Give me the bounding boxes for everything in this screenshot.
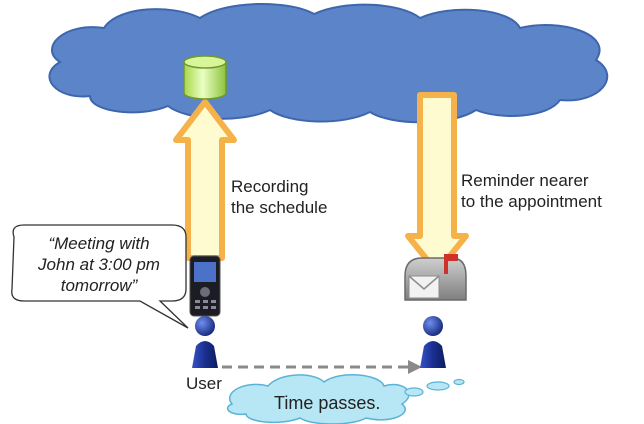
- speech-line: tomorrow”: [60, 276, 138, 295]
- upload-arrow: [173, 99, 237, 261]
- speech-line: John at 3:00 pm: [38, 255, 160, 274]
- reminder-label-line: to the appointment: [461, 192, 602, 211]
- time-passes-label: Time passes.: [274, 393, 381, 413]
- recording-label-line: Recording: [231, 177, 309, 196]
- thought-cloud: [226, 374, 465, 424]
- person-icon: [192, 316, 218, 368]
- person-icon: [420, 316, 446, 368]
- mailbox-icon: [404, 254, 467, 301]
- speech-line: “Meeting with: [48, 234, 150, 253]
- user-label: User: [186, 374, 222, 393]
- reminder-label: Reminder nearer to the appointment: [461, 170, 602, 212]
- recording-label: Recording the schedule: [231, 176, 327, 218]
- speech-bubble-text: “Meeting with John at 3:00 pm tomorrow”: [14, 233, 184, 296]
- speech-bubble: [11, 224, 189, 329]
- recording-label-line: the schedule: [231, 198, 328, 217]
- time-arrow: [222, 360, 422, 374]
- network-cloud: [48, 3, 609, 124]
- mobile-phone-icon: [189, 255, 221, 317]
- database-icon: [183, 55, 227, 100]
- reminder-label-line: Reminder nearer: [461, 171, 589, 190]
